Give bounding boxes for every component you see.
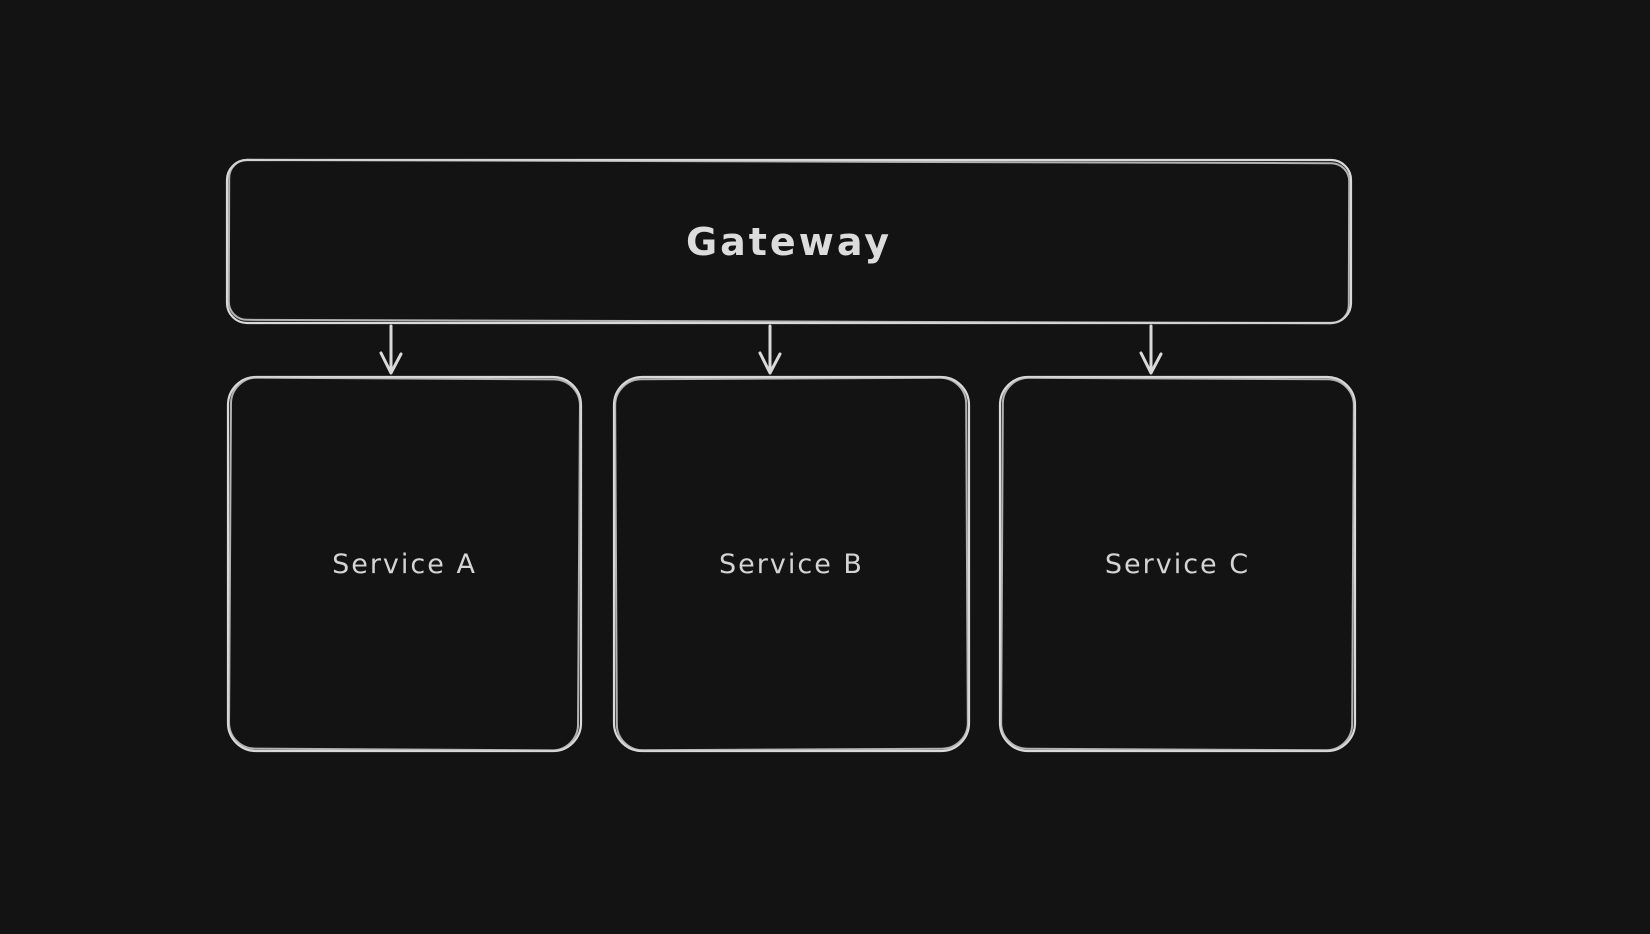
outline-stroke (225, 158, 1353, 325)
service-c-label: Service C (1104, 548, 1251, 580)
arrow-head (379, 351, 403, 375)
service-b-outline (612, 375, 971, 753)
service-a-node: Service A (226, 375, 583, 753)
service-b-label: Service B (719, 548, 864, 580)
service-b-node: Service B (612, 375, 971, 753)
gateway-outline (225, 158, 1353, 325)
outline-stroke-second-pass (614, 376, 969, 752)
service-a-outline (226, 375, 583, 753)
outline-stroke-second-pass (227, 158, 1351, 325)
arrow-gateway-to-service-c (1139, 324, 1163, 375)
outline-stroke (998, 375, 1357, 753)
arrow-gateway-to-service-a (379, 324, 403, 375)
service-c-node: Service C (998, 375, 1357, 753)
outline-stroke (612, 375, 971, 753)
service-a-label: Service A (332, 548, 477, 580)
arrow-head (758, 351, 782, 375)
arrow-gateway-to-service-b (758, 324, 782, 375)
gateway-node: Gateway (225, 158, 1353, 325)
gateway-label: Gateway (685, 219, 893, 264)
outline-stroke-second-pass (1000, 376, 1355, 752)
outline-stroke (226, 375, 583, 753)
service-c-outline (998, 375, 1357, 753)
outline-stroke-second-pass (228, 376, 581, 752)
arrow-head (1139, 351, 1163, 375)
